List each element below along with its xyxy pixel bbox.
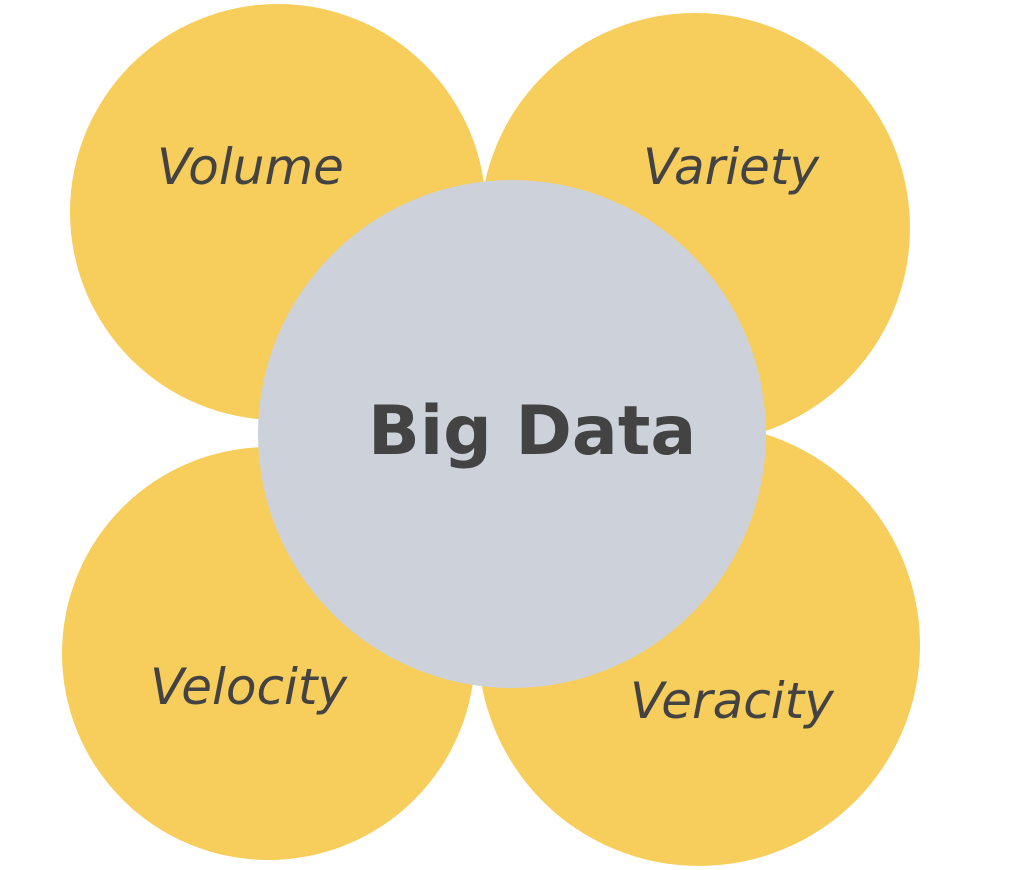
big-data-label: Big Data	[368, 392, 697, 471]
veracity-label: Veracity	[630, 672, 834, 730]
variety-label: Variety	[643, 138, 820, 196]
velocity-label: Velocity	[150, 658, 348, 716]
big-data-circle	[258, 180, 766, 688]
volume-label: Volume	[157, 138, 344, 196]
